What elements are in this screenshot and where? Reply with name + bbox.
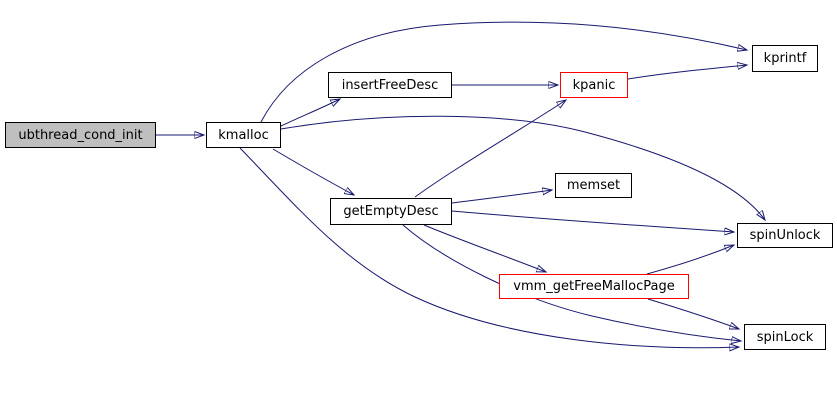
node-insertFreeDesc[interactable]: insertFreeDesc (328, 72, 452, 98)
node-kmalloc[interactable]: kmalloc (206, 122, 281, 148)
node-spinUnlock-label: spinUnlock (749, 228, 821, 243)
edge-kmalloc-getEmptyDesc (272, 148, 354, 195)
node-vmm_getFreeMallocPage-label: vmm_getFreeMallocPage (513, 279, 675, 294)
edge-getEmptyDesc-spinLock (402, 224, 741, 341)
node-kmalloc-label: kmalloc (218, 127, 269, 143)
node-insertFreeDesc-label: insertFreeDesc (341, 77, 439, 93)
node-getEmptyDesc[interactable]: getEmptyDesc (330, 198, 452, 225)
node-getEmptyDesc-label: getEmptyDesc (343, 204, 439, 219)
edge-getEmptyDesc-vmm_getFreeMallocPage (423, 224, 546, 272)
edge-getEmptyDesc-spinUnlock (451, 210, 734, 232)
edge-vmm_getFreeMallocPage-spinUnlock (646, 245, 734, 275)
node-memset-label: memset (566, 178, 621, 193)
edge-kmalloc-insertFreeDesc (280, 99, 340, 127)
edge-kmalloc-spinLock (239, 147, 739, 348)
node-kpanic-label: kpanic (572, 77, 616, 93)
edge-getEmptyDesc-memset (451, 190, 552, 204)
node-ubthread_cond_init[interactable]: ubthread_cond_init (5, 122, 156, 148)
edge-kmalloc-spinUnlock (280, 115, 765, 220)
node-vmm_getFreeMallocPage[interactable]: vmm_getFreeMallocPage (499, 274, 689, 299)
edge-getEmptyDesc-kpanic (414, 100, 566, 198)
edge-vmm_getFreeMallocPage-spinLock (647, 298, 739, 329)
edge-kmalloc-kprintf (260, 21, 747, 123)
node-spinUnlock[interactable]: spinUnlock (737, 223, 833, 248)
node-kprintf[interactable]: kprintf (752, 45, 818, 72)
node-spinLock[interactable]: spinLock (744, 324, 826, 350)
node-memset[interactable]: memset (555, 173, 632, 198)
edge-kpanic-kprintf (627, 65, 747, 80)
node-kprintf-label: kprintf (763, 51, 807, 66)
node-spinLock-label: spinLock (756, 329, 814, 345)
node-kpanic[interactable]: kpanic (560, 72, 628, 98)
node-ubthread_cond_init-label: ubthread_cond_init (18, 127, 143, 143)
